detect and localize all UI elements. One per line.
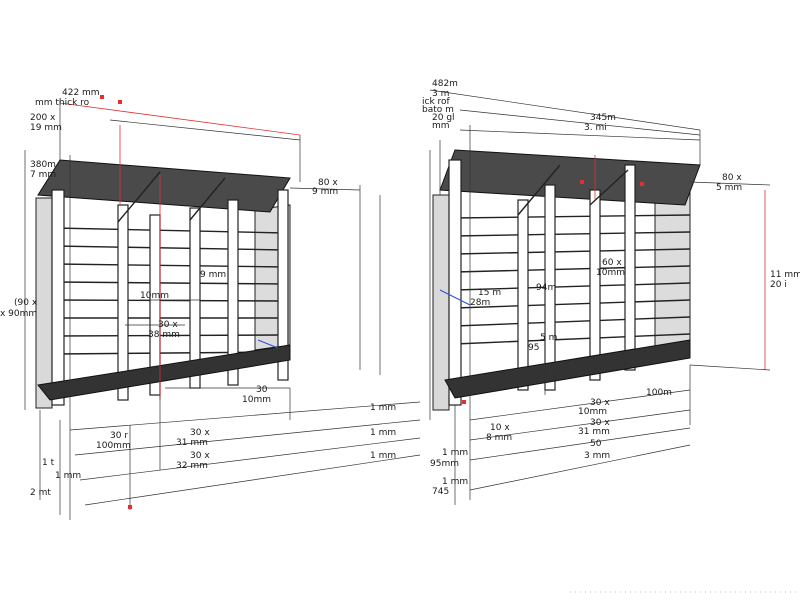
left-label-25: 1 mm (370, 428, 396, 438)
right-label-31: 8 mm (486, 433, 512, 443)
left-rafter-1 (117, 171, 161, 223)
right-label-21: 100m (646, 388, 672, 398)
right-label-22: 30 x (590, 418, 610, 428)
left-roof (37, 159, 291, 213)
left-label-8: 9 mm (200, 270, 226, 280)
right-label-30: 10 x (490, 423, 510, 433)
left-label-11: 38 mm (148, 330, 180, 340)
right-rafter-1 (517, 164, 561, 216)
left-label-19: 31 mm (176, 438, 208, 448)
right-label-18: 20 i (770, 280, 787, 290)
left-dimension-labels: 422 mm mm thick ro 200 x 19 mm 380m 7 mm… (0, 88, 396, 498)
right-label-26: 1 mm (442, 448, 468, 458)
right-label-9: 5 mm (716, 183, 742, 193)
right-floor (444, 339, 691, 399)
left-label-16: 30 r (110, 431, 128, 441)
left-label-6: 80 x (318, 178, 338, 188)
right-shed-structure (432, 149, 701, 411)
left-slats (54, 227, 286, 355)
right-rafter-2 (589, 169, 629, 206)
right-label-27: 95mm (430, 459, 459, 469)
left-label-7: 9 mm (312, 187, 338, 197)
right-roof (439, 149, 701, 206)
right-label-4: 20 gl (432, 113, 455, 123)
left-floor (37, 344, 291, 401)
right-label-6: 345m (590, 113, 616, 123)
left-label-14: 30 (256, 385, 268, 395)
left-label-18: 30 x (190, 428, 210, 438)
left-label-17: 100mm (96, 441, 131, 451)
left-label-0: 422 mm (62, 88, 100, 98)
left-label-22: 1 mm (370, 403, 396, 413)
right-label-13: 10mm (596, 268, 625, 278)
right-label-8: 80 x (722, 173, 742, 183)
right-label-28: 1 mm (442, 477, 468, 487)
left-label-15: 10mm (242, 395, 271, 405)
right-label-1: 3 m (432, 89, 449, 99)
right-label-17: 11 mm (770, 270, 800, 280)
right-label-0: 482m (432, 79, 458, 89)
left-label-24: 2 mt (30, 488, 51, 498)
right-label-29: 745 (432, 487, 449, 497)
right-label-11: 28m (470, 298, 490, 308)
right-label-2: ick rof (422, 97, 451, 107)
right-label-14: 94m (536, 283, 556, 293)
right-label-16: 95 (528, 343, 539, 353)
right-slats (454, 214, 691, 345)
left-posts (35, 189, 289, 409)
right-posts (432, 159, 636, 411)
left-label-3: 19 mm (30, 123, 62, 133)
right-label-12: 60 x (602, 258, 622, 268)
right-label-7: 3. mi (584, 123, 607, 133)
right-label-3: bato m (422, 105, 454, 115)
left-label-9: 10mm (140, 291, 169, 301)
left-dimension-lines (24, 95, 421, 520)
left-blue-marker (257, 339, 279, 349)
left-label-4: 380m (30, 160, 56, 170)
left-rafter-2 (189, 177, 226, 221)
left-label-2: 200 x (30, 113, 56, 123)
left-shed-structure (35, 159, 291, 409)
right-label-24: 50 (590, 439, 602, 449)
left-label-20: 30 x (190, 451, 210, 461)
right-dimension-labels: 482m 3 m ick rof bato m 20 gl mm 345m 3.… (422, 79, 800, 497)
right-label-15: 5 m (540, 333, 557, 343)
right-label-25: 3 mm (584, 451, 610, 461)
right-label-20: 10mm (578, 407, 607, 417)
right-label-5: mm (432, 121, 450, 131)
left-label-26: 1 mm (370, 451, 396, 461)
left-label-12: (90 x (14, 298, 38, 308)
left-label-1: mm thick ro (35, 98, 90, 108)
left-label-21: 32 mm (176, 461, 208, 471)
left-label-23: 1 t (42, 458, 55, 468)
right-label-19: 30 x (590, 398, 610, 408)
left-label-10: 30 x (158, 320, 178, 330)
right-dimension-lines (429, 89, 771, 505)
right-label-10: 15 m (478, 288, 501, 298)
left-label-27: 1 mm (55, 471, 81, 481)
right-label-23: 31 mm (578, 427, 610, 437)
left-label-13: x 90mm (0, 309, 37, 319)
left-label-5: 7 mm (30, 170, 56, 180)
